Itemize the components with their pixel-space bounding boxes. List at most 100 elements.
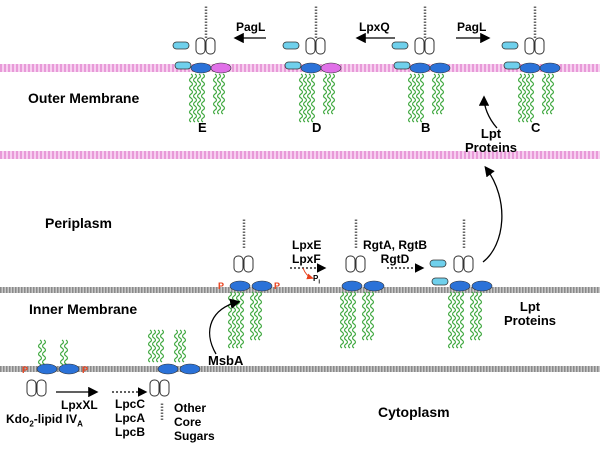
other-core-line3: Sugars — [174, 428, 215, 443]
outer-sugars-D-left — [305, 37, 316, 55]
inner-rgt-mol-acyl-left — [455, 291, 461, 349]
inner-rgt-mol-acyl-right — [473, 291, 479, 341]
inner-rgt-mol-acyl-left — [459, 291, 465, 349]
species-D-label: D — [312, 120, 322, 135]
intermediate-acyl-right — [173, 329, 179, 363]
intermediate-acyl-left — [155, 329, 161, 363]
other-core-line1: Other — [174, 401, 207, 415]
outer-acyl-left-E — [196, 73, 202, 123]
intermediate-acyl-left — [147, 329, 153, 363]
inner-lpxE-mol-acyl-left — [343, 291, 349, 349]
inner-rgt-mol-acyl-right — [469, 291, 475, 341]
inner-msbA-mol-sugars-left — [233, 255, 244, 273]
outer-sugars-E-right — [205, 37, 216, 55]
lpt-transport-arrow — [482, 165, 503, 263]
outer-acyl-left-D — [298, 73, 304, 123]
kdo2-acyl-right — [63, 339, 69, 369]
species-B-label: B — [421, 120, 431, 135]
outer-sugars-C-right — [534, 37, 545, 55]
inner-msbA-mol-phosphate-right: P — [274, 281, 280, 291]
outer-kdo-top-E — [172, 41, 190, 50]
inner-membrane-label: Inner Membrane — [29, 301, 138, 317]
lpt-insertion-arrow — [478, 95, 498, 129]
kdo2-head-left — [36, 363, 58, 375]
outer-acyl-right-E — [212, 73, 218, 115]
lpxE-lpxF-label: LpxE LpxF — [292, 238, 322, 267]
lpt-outer-line1: Lpt — [480, 126, 502, 141]
outer-head-right-E — [210, 62, 232, 74]
other-core-line2: Core — [174, 414, 202, 429]
outer-kdo-top-B — [391, 41, 409, 50]
inner-msbA-mol-acyl-right — [257, 291, 263, 341]
intermediate-sugars-right — [159, 379, 170, 397]
cytoplasm-label: Cytoplasm — [378, 404, 450, 420]
outer-head-right-C — [539, 62, 561, 74]
inner-lpxE-mol-acyl-left — [351, 291, 357, 349]
kdo2-sugars-right — [36, 379, 47, 397]
inner-rgt-mol-kdo-top — [429, 259, 447, 268]
inner-lpxE-mol-acyl-left — [347, 291, 353, 349]
intermediate-sugars-left — [149, 379, 160, 397]
intermediate-acyl-right — [181, 329, 187, 363]
kdo2-acyl-left — [37, 339, 43, 369]
inner-membrane-bottom-band — [0, 366, 600, 372]
outer-acyl-right-E — [216, 73, 222, 115]
kdo2-acyl-left — [41, 339, 47, 369]
outer-acyl-left-C — [525, 73, 531, 123]
outer-acyl-right-E — [220, 73, 226, 115]
inner-lpxE-mol-sugars-left — [345, 255, 356, 273]
rgtD-text: RgtD — [380, 251, 410, 266]
lpxE-text: LpxE — [292, 238, 322, 252]
kdo2-acyl-right — [59, 339, 65, 369]
outer-kdo-bottom-E — [174, 61, 192, 70]
inner-lpxE-mol-head-left — [341, 280, 363, 292]
lpt-outer-line2: Proteins — [465, 140, 518, 156]
outer-sugars-C-left — [524, 37, 535, 55]
outer-acyl-left-D — [310, 73, 316, 123]
outer-sugars-E-left — [195, 37, 206, 55]
outer-head-right-B — [429, 62, 451, 74]
inner-rgt-mol-kdo-bottom — [431, 277, 449, 286]
outer-acyl-right-B — [435, 73, 441, 115]
outer-acyl-right-C — [549, 73, 555, 115]
lpt-inner-label: Lpt Proteins — [504, 299, 556, 329]
inner-lpxE-mol-acyl-right — [365, 291, 371, 341]
lpcC-text: LpcC — [115, 397, 145, 411]
inner-rgt-mol-acyl-left — [451, 291, 457, 349]
outer-kdo-bottom-B — [393, 61, 411, 70]
inner-rgt-mol-acyl-right — [477, 291, 483, 341]
msbA-label: MsbA — [208, 353, 244, 368]
lpt-outer-label: Lpt Proteins — [465, 126, 518, 156]
outer-head-left-B — [409, 62, 431, 74]
lpcB-text: LpcB — [115, 424, 145, 439]
msbA-arrow — [209, 298, 241, 355]
species-E-label: E — [198, 120, 207, 135]
outer-acyl-left-E — [188, 73, 194, 123]
inner-msbA-mol-head-right — [251, 280, 273, 292]
lpc-label: LpcC LpcA LpcB — [115, 397, 145, 439]
kdo2-phosphate-left: P — [22, 365, 28, 375]
inner-lpxE-mol-acyl-right — [369, 291, 375, 341]
outer-head-left-E — [190, 62, 212, 74]
inner-rgt-mol-sugars-left — [453, 255, 464, 273]
pi-label: Pi — [313, 274, 321, 286]
outer-acyl-right-D — [326, 73, 332, 115]
outer-acyl-left-C — [529, 73, 535, 123]
other-core-sugars-label: Other Core Sugars — [174, 401, 215, 443]
lpxF-text: LpxF — [292, 251, 321, 266]
outer-acyl-left-D — [306, 73, 312, 123]
lpxXL-label: LpxXL — [61, 398, 98, 412]
outer-acyl-right-D — [322, 73, 328, 115]
pagL-left-label: PagL — [236, 20, 266, 34]
outer-membrane-bottom-band — [0, 151, 600, 159]
outer-acyl-left-C — [521, 73, 527, 123]
inner-lpxE-mol-head-right — [363, 280, 385, 292]
outer-acyl-left-E — [192, 73, 198, 123]
periplasm-label: Periplasm — [45, 215, 112, 231]
outer-acyl-left-B — [419, 73, 425, 123]
outer-sugars-B-right — [424, 37, 435, 55]
inner-msbA-mol-phosphate-left: P — [218, 281, 224, 291]
outer-kdo-top-D — [282, 41, 300, 50]
kdo2-lipid-iva-label: Kdo2-lipid IVA — [6, 412, 83, 429]
